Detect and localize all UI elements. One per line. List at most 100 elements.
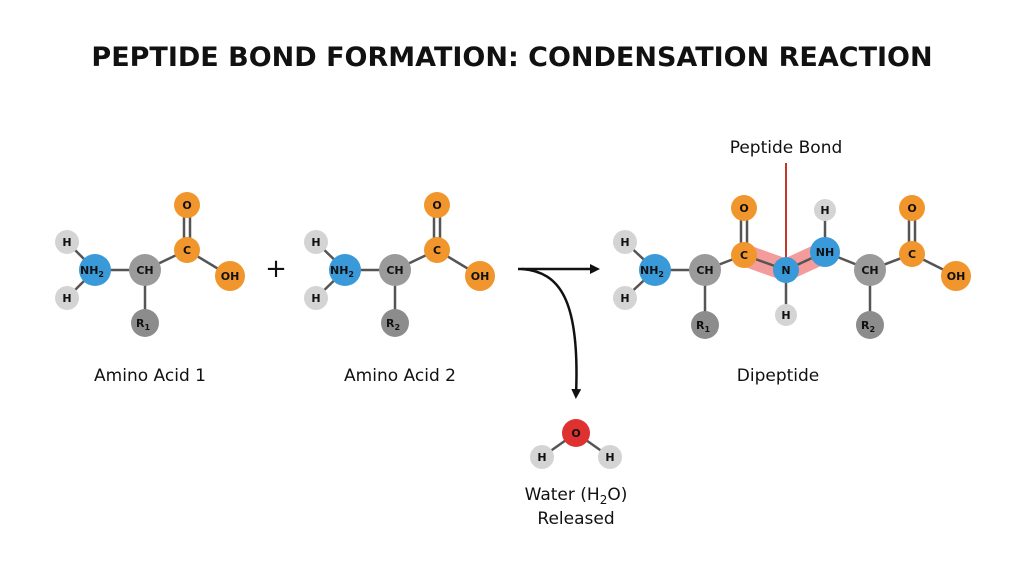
- nitrogen-atom-circle: [810, 237, 840, 267]
- carbonyl-oxygen-label: O: [739, 202, 748, 215]
- carbonyl-oxygen: O: [174, 192, 200, 218]
- carbonyl-oxygen-circle: [174, 192, 200, 218]
- hydrogen-atom-circle: [55, 286, 79, 310]
- nitrogen-atom-circle: [773, 257, 799, 283]
- alpha-carbon-circle: [379, 254, 411, 286]
- alpha-carbon-label: CH: [696, 264, 713, 277]
- amino-group: NH2: [639, 254, 671, 286]
- water-caption-line-2: Released: [537, 509, 614, 529]
- carbonyl-oxygen-label: O: [432, 199, 441, 212]
- hydrogen-label: H: [62, 292, 71, 305]
- hydrogen-label: H: [605, 451, 614, 464]
- svg-text:NH2: NH2: [80, 264, 104, 279]
- hydrogen-atom-circle: [814, 199, 836, 221]
- page-title: PEPTIDE BOND FORMATION: CONDENSATION REA…: [91, 42, 932, 73]
- amino-acid-2: H H NH2 CH R2 C O OH Amino Aci: [304, 192, 495, 386]
- hydrogen-atom-bottom: H: [55, 286, 79, 310]
- hydrogen-atom-circle: [55, 230, 79, 254]
- nitrogen-atom-circle: [329, 254, 361, 286]
- svg-text:R2: R2: [861, 319, 875, 334]
- water-oxygen: O: [562, 419, 590, 447]
- hydrogen-atom-circle: [530, 445, 554, 469]
- r-group-label: R: [861, 319, 870, 332]
- svg-text:NH2: NH2: [330, 264, 354, 279]
- peptide-nitrogen: N: [773, 257, 799, 283]
- water-oxygen-label: O: [571, 427, 580, 440]
- carbonyl-oxygen: O: [424, 192, 450, 218]
- r-group-subscript: 1: [704, 325, 710, 334]
- amino-group-subscript: 2: [348, 270, 354, 279]
- nh-group: NH: [810, 237, 840, 267]
- alpha-carbon-label: CH: [136, 264, 153, 277]
- hydroxyl-label: OH: [947, 270, 966, 283]
- alpha-carbon: CH: [379, 254, 411, 286]
- carbonyl-carbon-label: C: [183, 244, 191, 257]
- r-group-subscript: 1: [144, 323, 150, 332]
- hydrogen-atom-circle: [598, 445, 622, 469]
- svg-text:R1: R1: [136, 317, 150, 332]
- carbonyl-oxygen-circle: [731, 195, 757, 221]
- carbonyl-carbon: C: [424, 237, 450, 263]
- hydrogen-atom-top: H: [55, 230, 79, 254]
- carbonyl-oxygen-2: O: [899, 195, 925, 221]
- carbonyl-oxygen-label: O: [907, 202, 916, 215]
- nitrogen-atom-circle: [79, 254, 111, 286]
- hydroxyl-group: OH: [465, 261, 495, 291]
- carbonyl-oxygen-circle: [899, 195, 925, 221]
- r-group-subscript: 2: [869, 325, 875, 334]
- alpha-carbon: CH: [129, 254, 161, 286]
- hydroxyl-group: OH: [215, 261, 245, 291]
- hydroxyl-circle: [465, 261, 495, 291]
- nitrogen-atom-circle: [639, 254, 671, 286]
- hydrogen-atom-circle: [613, 230, 637, 254]
- hydrogen-atom-circle: [304, 286, 328, 310]
- hydroxyl-circle: [215, 261, 245, 291]
- amino-group-label: NH: [80, 264, 98, 277]
- water-oxygen-circle: [562, 419, 590, 447]
- carbonyl-oxygen-label: O: [182, 199, 191, 212]
- amino-acid-1: H H NH2 CH R1 C O OH Amino Aci: [55, 192, 245, 386]
- plus-sign: +: [265, 254, 287, 284]
- amino-acid-2-caption: Amino Acid 2: [344, 366, 456, 386]
- reaction-arrows: [518, 264, 600, 399]
- r-group: R2: [381, 309, 409, 337]
- amino-group: NH2: [329, 254, 361, 286]
- peptide-nitrogen-label: N: [781, 264, 790, 277]
- hydroxyl-label: OH: [471, 270, 490, 283]
- hydrogen-label: H: [620, 292, 629, 305]
- r-group-label: R: [696, 319, 705, 332]
- hydrogen-atom-bottom: H: [304, 286, 328, 310]
- svg-text:R1: R1: [696, 319, 710, 334]
- water-caption-pre: Water (H: [525, 485, 600, 505]
- dipeptide-caption: Dipeptide: [737, 366, 820, 386]
- alpha-carbon-1: CH: [689, 254, 721, 286]
- carbonyl-oxygen-1: O: [731, 195, 757, 221]
- r-group-circle: [131, 309, 159, 337]
- alpha-carbon-circle: [689, 254, 721, 286]
- hydrogen-atom-circle: [304, 230, 328, 254]
- hydrogen-atom-bottom: H: [613, 286, 637, 310]
- amino-acid-1-caption: Amino Acid 1: [94, 366, 206, 386]
- peptide-bond-callout: Peptide Bond: [730, 138, 843, 158]
- amino-group: NH2: [79, 254, 111, 286]
- hydrogen-label: H: [311, 292, 320, 305]
- hydroxyl-group: OH: [941, 261, 971, 291]
- reaction-arrow-water: [521, 267, 582, 399]
- carbonyl-carbon-circle: [899, 241, 925, 267]
- r-group-1: R1: [691, 311, 719, 339]
- carbonyl-carbon-circle: [424, 237, 450, 263]
- r-group-subscript: 2: [394, 323, 400, 332]
- alpha-carbon-label: CH: [861, 264, 878, 277]
- water-caption-line-1: Water (H2O): [525, 485, 628, 507]
- amino-group-subscript: 2: [658, 270, 664, 279]
- carbonyl-carbon-label: C: [433, 244, 441, 257]
- alpha-carbon-label: CH: [386, 264, 403, 277]
- water-hydrogen-right: H: [598, 445, 622, 469]
- hydroxyl-circle: [941, 261, 971, 291]
- hydrogen-label: H: [537, 451, 546, 464]
- hydrogen-label: H: [820, 204, 829, 217]
- r-group: R1: [131, 309, 159, 337]
- r-group-2: R2: [856, 311, 884, 339]
